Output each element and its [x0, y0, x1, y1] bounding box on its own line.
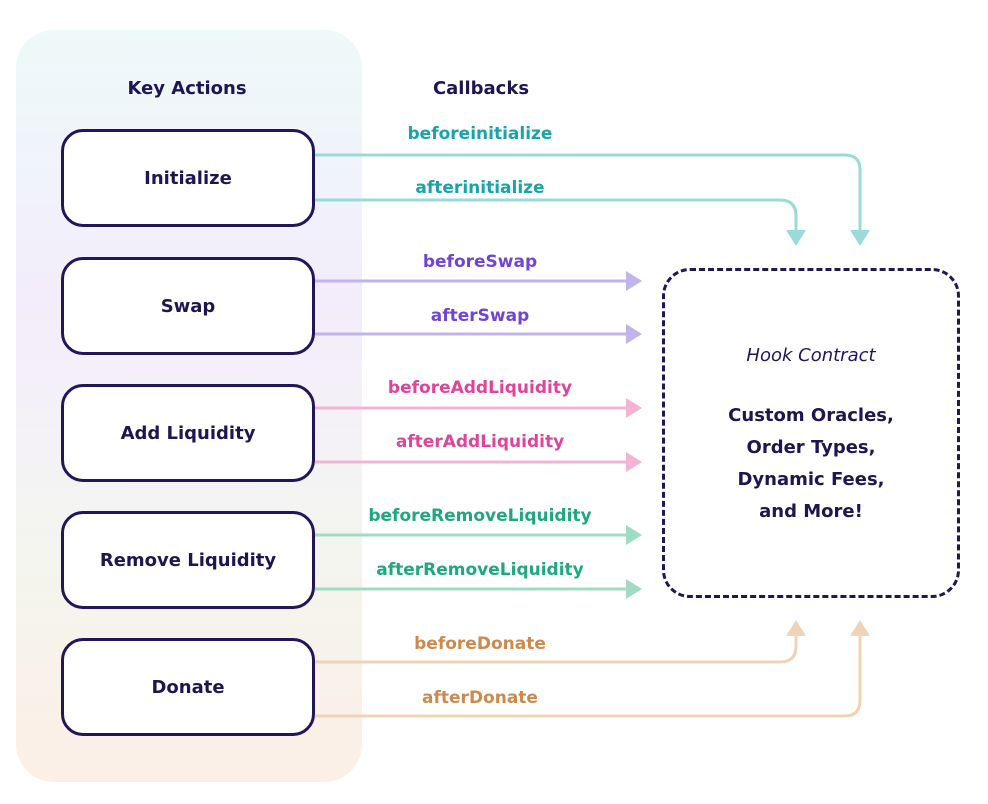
arrow-afterinitialize	[315, 198, 798, 232]
arrowhead-beforedonate	[786, 620, 806, 636]
arrowhead-beforeinitialize	[850, 230, 870, 246]
callback-label-beforeremoveliquidity: beforeRemoveLiquidity	[368, 506, 592, 526]
hook-contract-box: Hook Contract Custom Oracles, Order Type…	[662, 268, 960, 598]
arrow-beforeinitialize	[315, 153, 862, 232]
action-remove-liquidity: Remove Liquidity	[61, 511, 315, 609]
callback-label-beforedonate: beforeDonate	[414, 634, 546, 654]
arrowhead-beforeaddliquidity	[626, 398, 642, 418]
callback-label-afterinitialize: afterinitialize	[415, 178, 545, 198]
hook-feature-line: and More!	[759, 501, 863, 522]
action-donate: Donate	[61, 638, 315, 736]
arrowhead-afterremoveliquidity	[626, 579, 642, 599]
arrow-afterdonate	[315, 634, 862, 718]
hook-feature-line: Custom Oracles,	[728, 405, 894, 426]
action-add-liquidity: Add Liquidity	[61, 384, 315, 482]
callback-label-beforeswap: beforeSwap	[422, 252, 538, 272]
hook-feature-line: Dynamic Fees,	[737, 469, 885, 490]
callbacks-header: Callbacks	[432, 78, 530, 99]
arrowhead-afteraddliquidity	[626, 452, 642, 472]
callback-label-beforeinitialize: beforeinitialize	[407, 124, 553, 144]
arrowhead-beforeremoveliquidity	[626, 525, 642, 545]
action-swap: Swap	[61, 257, 315, 355]
callback-label-afterdonate: afterDonate	[422, 688, 538, 708]
arrowhead-afterdonate	[850, 620, 870, 636]
callback-label-afteraddliquidity: afterAddLiquidity	[395, 432, 565, 452]
callback-label-afterremoveliquidity: afterRemoveLiquidity	[376, 560, 584, 580]
hook-feature-line: Order Types,	[746, 437, 876, 458]
hook-contract-title: Hook Contract	[746, 345, 876, 366]
arrowhead-afterswap	[626, 324, 642, 344]
arrowhead-beforeswap	[626, 271, 642, 291]
arrow-beforedonate	[315, 634, 798, 664]
callback-label-beforeaddliquidity: beforeAddLiquidity	[387, 378, 573, 398]
key-actions-header: Key Actions	[127, 78, 247, 99]
action-initialize: Initialize	[61, 129, 315, 227]
arrowhead-afterinitialize	[786, 230, 806, 246]
callback-label-afterswap: afterSwap	[430, 306, 530, 326]
